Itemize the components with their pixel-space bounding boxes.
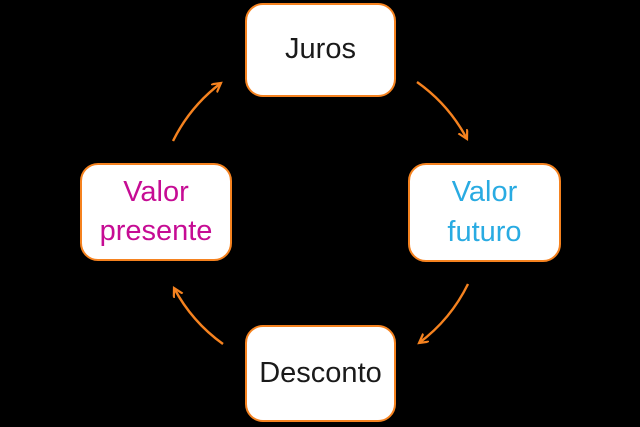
arrow-juros-to-valor-futuro (416, 81, 467, 139)
node-label: Desconto (259, 356, 382, 389)
node-label: Valor futuro (447, 176, 522, 248)
arrow-valor-futuro-to-desconto (419, 283, 470, 343)
arrow-desconto-to-valor-presente (174, 288, 224, 345)
arrow-valor-presente-to-juros (171, 83, 221, 142)
node-valor-presente: Valor presente (80, 163, 232, 261)
node-valor-futuro: Valor futuro (408, 163, 561, 262)
node-label: Valor presente (99, 175, 213, 247)
node-desconto: Desconto (245, 325, 396, 422)
node-juros: Juros (245, 3, 396, 97)
node-label: Juros (285, 33, 356, 66)
